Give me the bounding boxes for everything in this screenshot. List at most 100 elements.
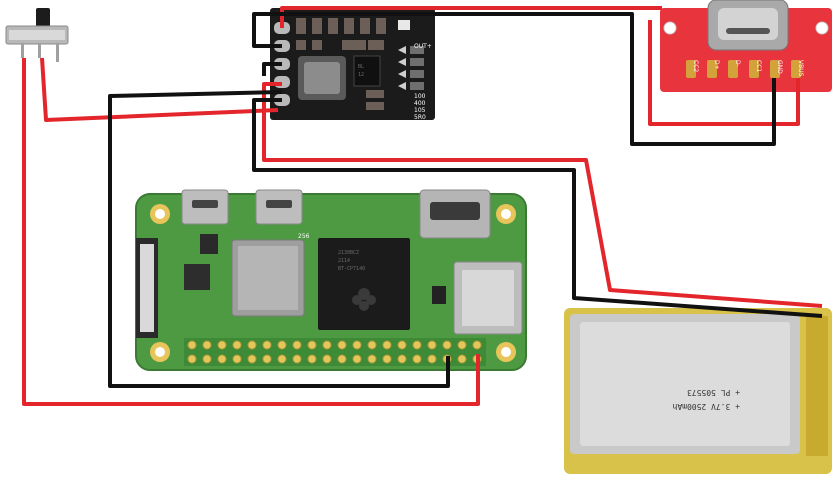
resistor: [410, 58, 424, 66]
wire-charger-to-battery-plus: [262, 82, 823, 308]
micro-usb-opening: [266, 200, 292, 208]
pi-zero-board: 2130BCZ 2114 BT-CP7140 256: [135, 189, 527, 371]
charger-label-out-plus: OUT+: [414, 43, 432, 50]
mini-hdmi-opening: [430, 202, 480, 220]
charger-chip-mark-2: 12: [358, 72, 364, 78]
arrow-marker: [398, 46, 406, 54]
resistor: [376, 18, 386, 34]
wire-charger-to-pi-gnd: [108, 90, 450, 388]
usbc-label-vbus: VBUS: [797, 60, 804, 77]
usbc-label-gnd: GND: [776, 60, 783, 74]
arrow-marker: [398, 82, 406, 90]
gpio-pin: [352, 340, 362, 350]
switch-knob: [36, 8, 50, 28]
gpio-pin: [187, 354, 197, 364]
charger-silk-105: 105: [414, 107, 426, 114]
usbc-pin-cc1: [749, 60, 759, 78]
battery-tab: [806, 316, 828, 456]
small-chip: [184, 264, 210, 290]
resistor: [296, 40, 306, 50]
charger-chip-mark-1: BL: [358, 64, 364, 70]
pi-chip-mark: 256: [298, 233, 310, 240]
capacitor: [342, 40, 366, 50]
gpio-pin: [337, 340, 347, 350]
wire-charger-short: [262, 62, 282, 76]
camera-connector-latch: [140, 244, 154, 332]
gpio-pin: [232, 354, 242, 364]
lipo-battery: + 3.7V 2500mAh + PL 505573: [564, 308, 832, 474]
usbc-label-dplus: D+: [713, 60, 720, 70]
resistor: [410, 70, 424, 78]
gpio-pin: [367, 354, 377, 364]
pi-mount-hole-center: [501, 347, 511, 357]
gpio-pin: [277, 340, 287, 350]
pi-mount-hole-center: [155, 347, 165, 357]
gpio-pin: [427, 354, 437, 364]
gpio-pin: [292, 340, 302, 350]
capacitor: [368, 40, 384, 50]
pi-mount-hole-center: [501, 209, 511, 219]
resistor: [328, 18, 338, 34]
resistor: [360, 18, 370, 34]
wire-charger-to-usbc-top: [280, 6, 662, 28]
gpio-pin: [262, 354, 272, 364]
gpio-pin: [352, 354, 362, 364]
arrow-marker: [398, 70, 406, 78]
gpio-pin: [337, 354, 347, 364]
micro-usb-opening: [192, 200, 218, 208]
resistor: [366, 102, 384, 110]
gpio-pin: [202, 354, 212, 364]
gpio-pin: [427, 340, 437, 350]
gpio-header-area: [184, 338, 486, 366]
gpio-pin: [217, 354, 227, 364]
usbc-tongue: [726, 28, 770, 34]
switch-pin-right: [56, 44, 59, 62]
battery-face: [580, 322, 790, 446]
usbc-label-cc1: CC1: [755, 60, 762, 72]
gpio-pin: [232, 340, 242, 350]
gpio-pin: [322, 354, 332, 364]
gpio-pin: [412, 340, 422, 350]
gpio-pin: [187, 340, 197, 350]
gpio-pin: [247, 354, 257, 364]
resistor: [366, 90, 384, 98]
mount-hole: [663, 21, 677, 35]
soc-chip: [318, 238, 410, 330]
resistor: [410, 82, 424, 90]
battery-text-line2: + PL 505573: [687, 388, 740, 397]
gpio-pin: [202, 340, 212, 350]
wires: [22, 6, 823, 406]
usbc-breakout: CC2 D+ D- CC1 GND VBUS: [660, 0, 832, 92]
usbc-pin-dplus: [707, 60, 717, 78]
gpio-header: [184, 338, 486, 366]
sd-card-slot-inner: [462, 270, 514, 326]
small-chip: [200, 234, 218, 254]
gpio-pin: [412, 354, 422, 364]
wire-charger-to-usbc-gnd: [252, 12, 776, 146]
resistor: [296, 18, 306, 34]
wire-usbc-vbus: [648, 20, 800, 126]
charger-chip: [353, 55, 381, 87]
charger-module: BL 12 OUT+ 100 400 105 5R0: [270, 8, 435, 121]
gpio-pin: [322, 340, 332, 350]
soc-mark-2: 2114: [338, 258, 350, 264]
gpio-pin: [217, 340, 227, 350]
soc-mark-3: BT-CP7140: [338, 266, 365, 272]
mount-hole: [815, 21, 829, 35]
resistor: [312, 18, 322, 34]
charger-silk-100: 100: [414, 93, 426, 100]
wire-switch-to-charger: [40, 57, 279, 122]
usbc-label-dminus: D-: [734, 60, 741, 67]
gpio-pin: [397, 340, 407, 350]
resistor: [344, 18, 354, 34]
battery-text-line1: + 3.7V 2500mAh: [672, 402, 740, 411]
switch-pin-middle: [38, 44, 41, 58]
pi-mount-hole-center: [155, 209, 165, 219]
gpio-pin: [382, 354, 392, 364]
gpio-pin: [247, 340, 257, 350]
gpio-pin: [367, 340, 377, 350]
gpio-pin: [397, 354, 407, 364]
gpio-pin: [277, 354, 287, 364]
gpio-pin: [262, 340, 272, 350]
